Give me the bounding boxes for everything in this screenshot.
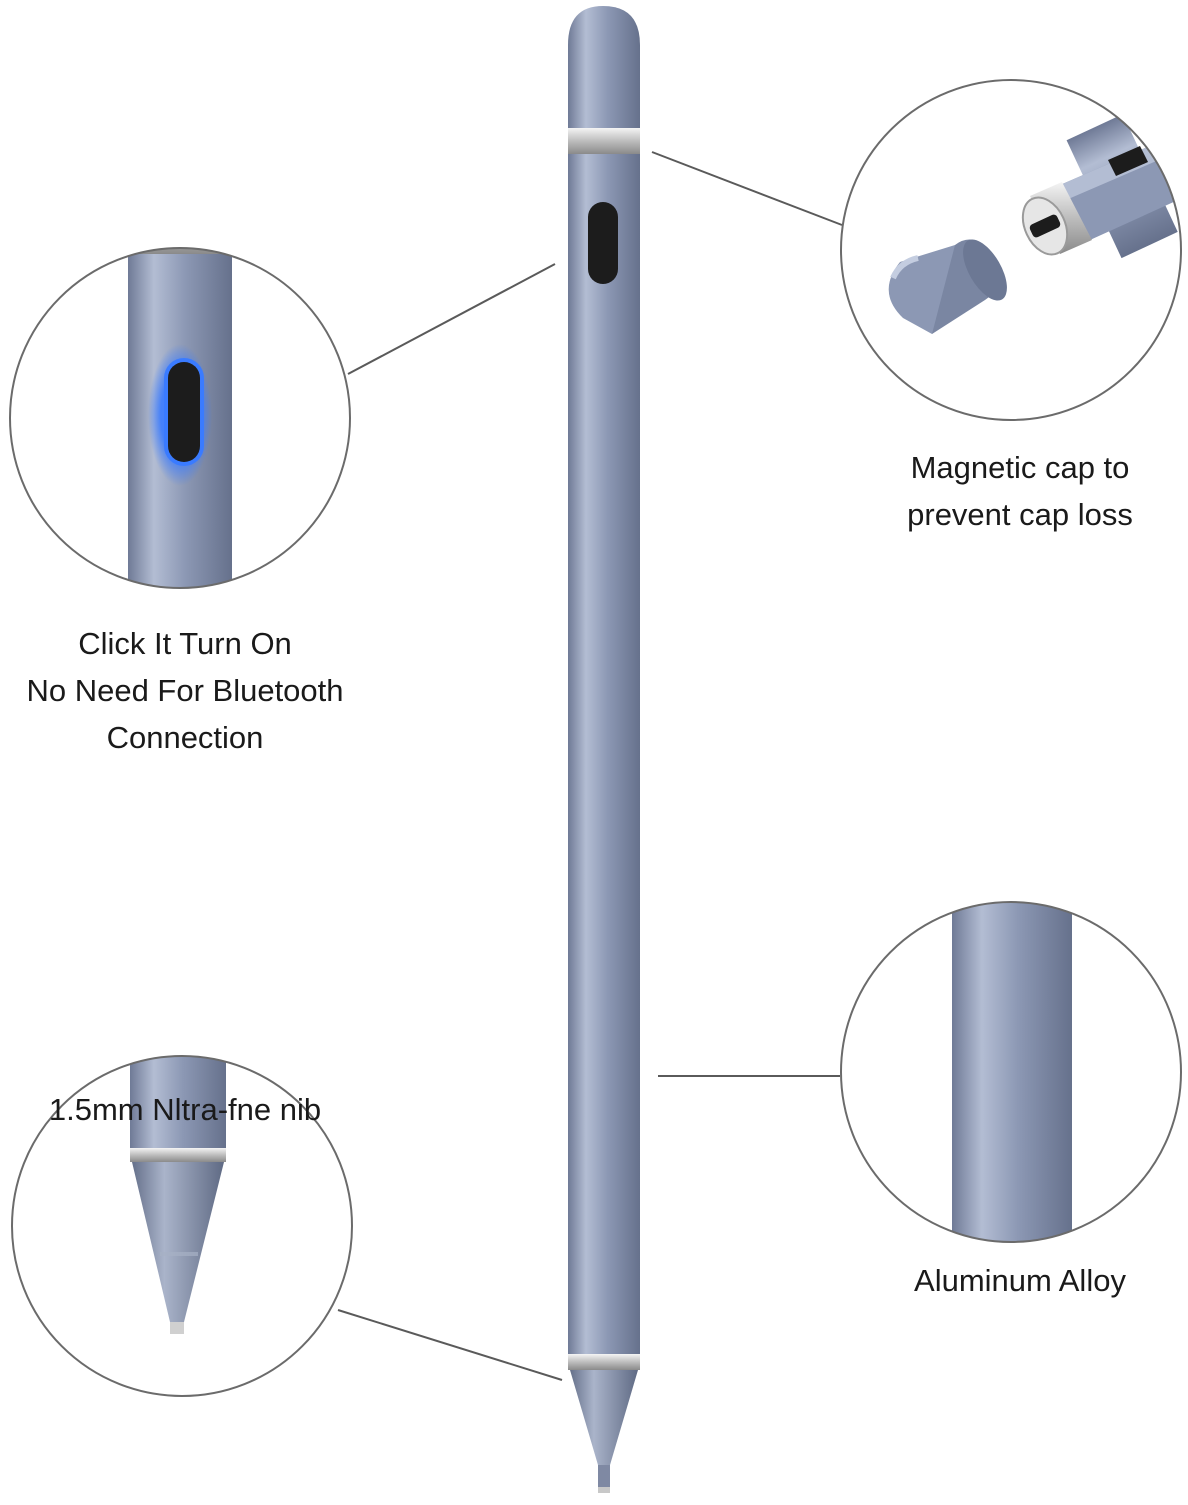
detail-circle-cap	[840, 79, 1182, 421]
circle-outline	[840, 79, 1182, 421]
nib-cone-closeup	[132, 1162, 224, 1322]
alloy-barrel-closeup	[952, 902, 1072, 1242]
feature-label-nib: 1.5mm Nltra-fne nib	[20, 1086, 350, 1133]
stylus-power-button	[588, 202, 618, 284]
detail-circle-alloy	[840, 901, 1182, 1243]
label-line: No Need For Bluetooth	[26, 673, 344, 708]
main-stylus	[568, 6, 640, 1493]
detail-circle-button	[9, 247, 351, 589]
stylus-bottom-ring	[568, 1354, 640, 1370]
label-line: Aluminum Alloy	[914, 1263, 1126, 1298]
label-line: prevent cap loss	[907, 497, 1133, 532]
stylus-cone-tip	[570, 1370, 638, 1465]
feature-label-button: Click It Turn On No Need For Bluetooth C…	[0, 620, 370, 761]
leader-lines	[337, 151, 843, 1381]
label-line: Click It Turn On	[78, 626, 292, 661]
leader-line-nib	[337, 1309, 563, 1381]
cap-button-closeup	[1108, 146, 1148, 176]
stylus-barrel	[568, 154, 640, 1354]
leader-line-button	[347, 263, 556, 375]
circle-outline	[9, 247, 351, 589]
feature-label-alloy: Aluminum Alloy	[860, 1257, 1180, 1304]
label-line: 1.5mm Nltra-fne nib	[48, 1092, 322, 1127]
feature-label-cap: Magnetic cap to prevent cap loss	[860, 444, 1180, 538]
detail-circle-nib	[11, 1055, 353, 1397]
stylus-nib	[598, 1465, 610, 1487]
stylus-nib-end	[598, 1487, 610, 1493]
circle-outline	[840, 901, 1182, 1243]
label-line: Magnetic cap to	[910, 450, 1130, 485]
power-button-closeup	[168, 362, 200, 462]
stylus-top-cap	[568, 6, 640, 128]
nib-tip-closeup	[170, 1322, 184, 1334]
label-line: Connection	[106, 720, 264, 755]
leader-line-cap	[651, 151, 843, 226]
circle-outline	[11, 1055, 353, 1397]
stylus-top-ring	[568, 128, 640, 154]
